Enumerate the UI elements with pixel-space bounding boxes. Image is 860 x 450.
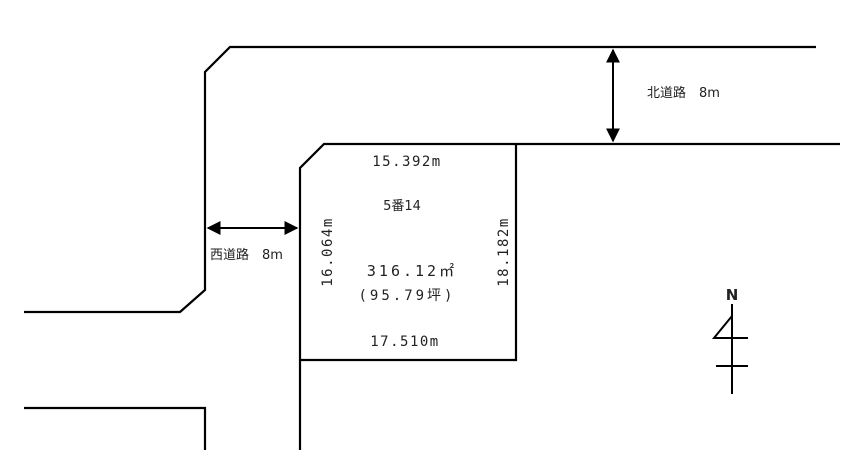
- north-road-label: 北道路 8m: [647, 85, 720, 101]
- lot-area-tsubo: (95.79坪): [358, 288, 455, 304]
- road-outer-edge: [24, 45, 816, 314]
- road-inner-edge: [298, 142, 840, 450]
- lot-area: 316.12㎡: [367, 262, 457, 280]
- south-road-edge: [24, 406, 207, 450]
- lot-bottom-dimension: 17.510m: [370, 334, 440, 350]
- lot-boundary: [300, 144, 518, 362]
- north-label: N: [726, 286, 739, 304]
- lot-left-dimension: 16.064m: [320, 217, 336, 287]
- lot-top-dimension: 15.392m: [372, 154, 442, 170]
- north-arrow-icon: N: [711, 286, 748, 394]
- lot-number: 5番14: [383, 199, 421, 214]
- lot-right-dimension: 18.182m: [496, 217, 512, 287]
- west-road-label: 西道路 8m: [210, 247, 283, 263]
